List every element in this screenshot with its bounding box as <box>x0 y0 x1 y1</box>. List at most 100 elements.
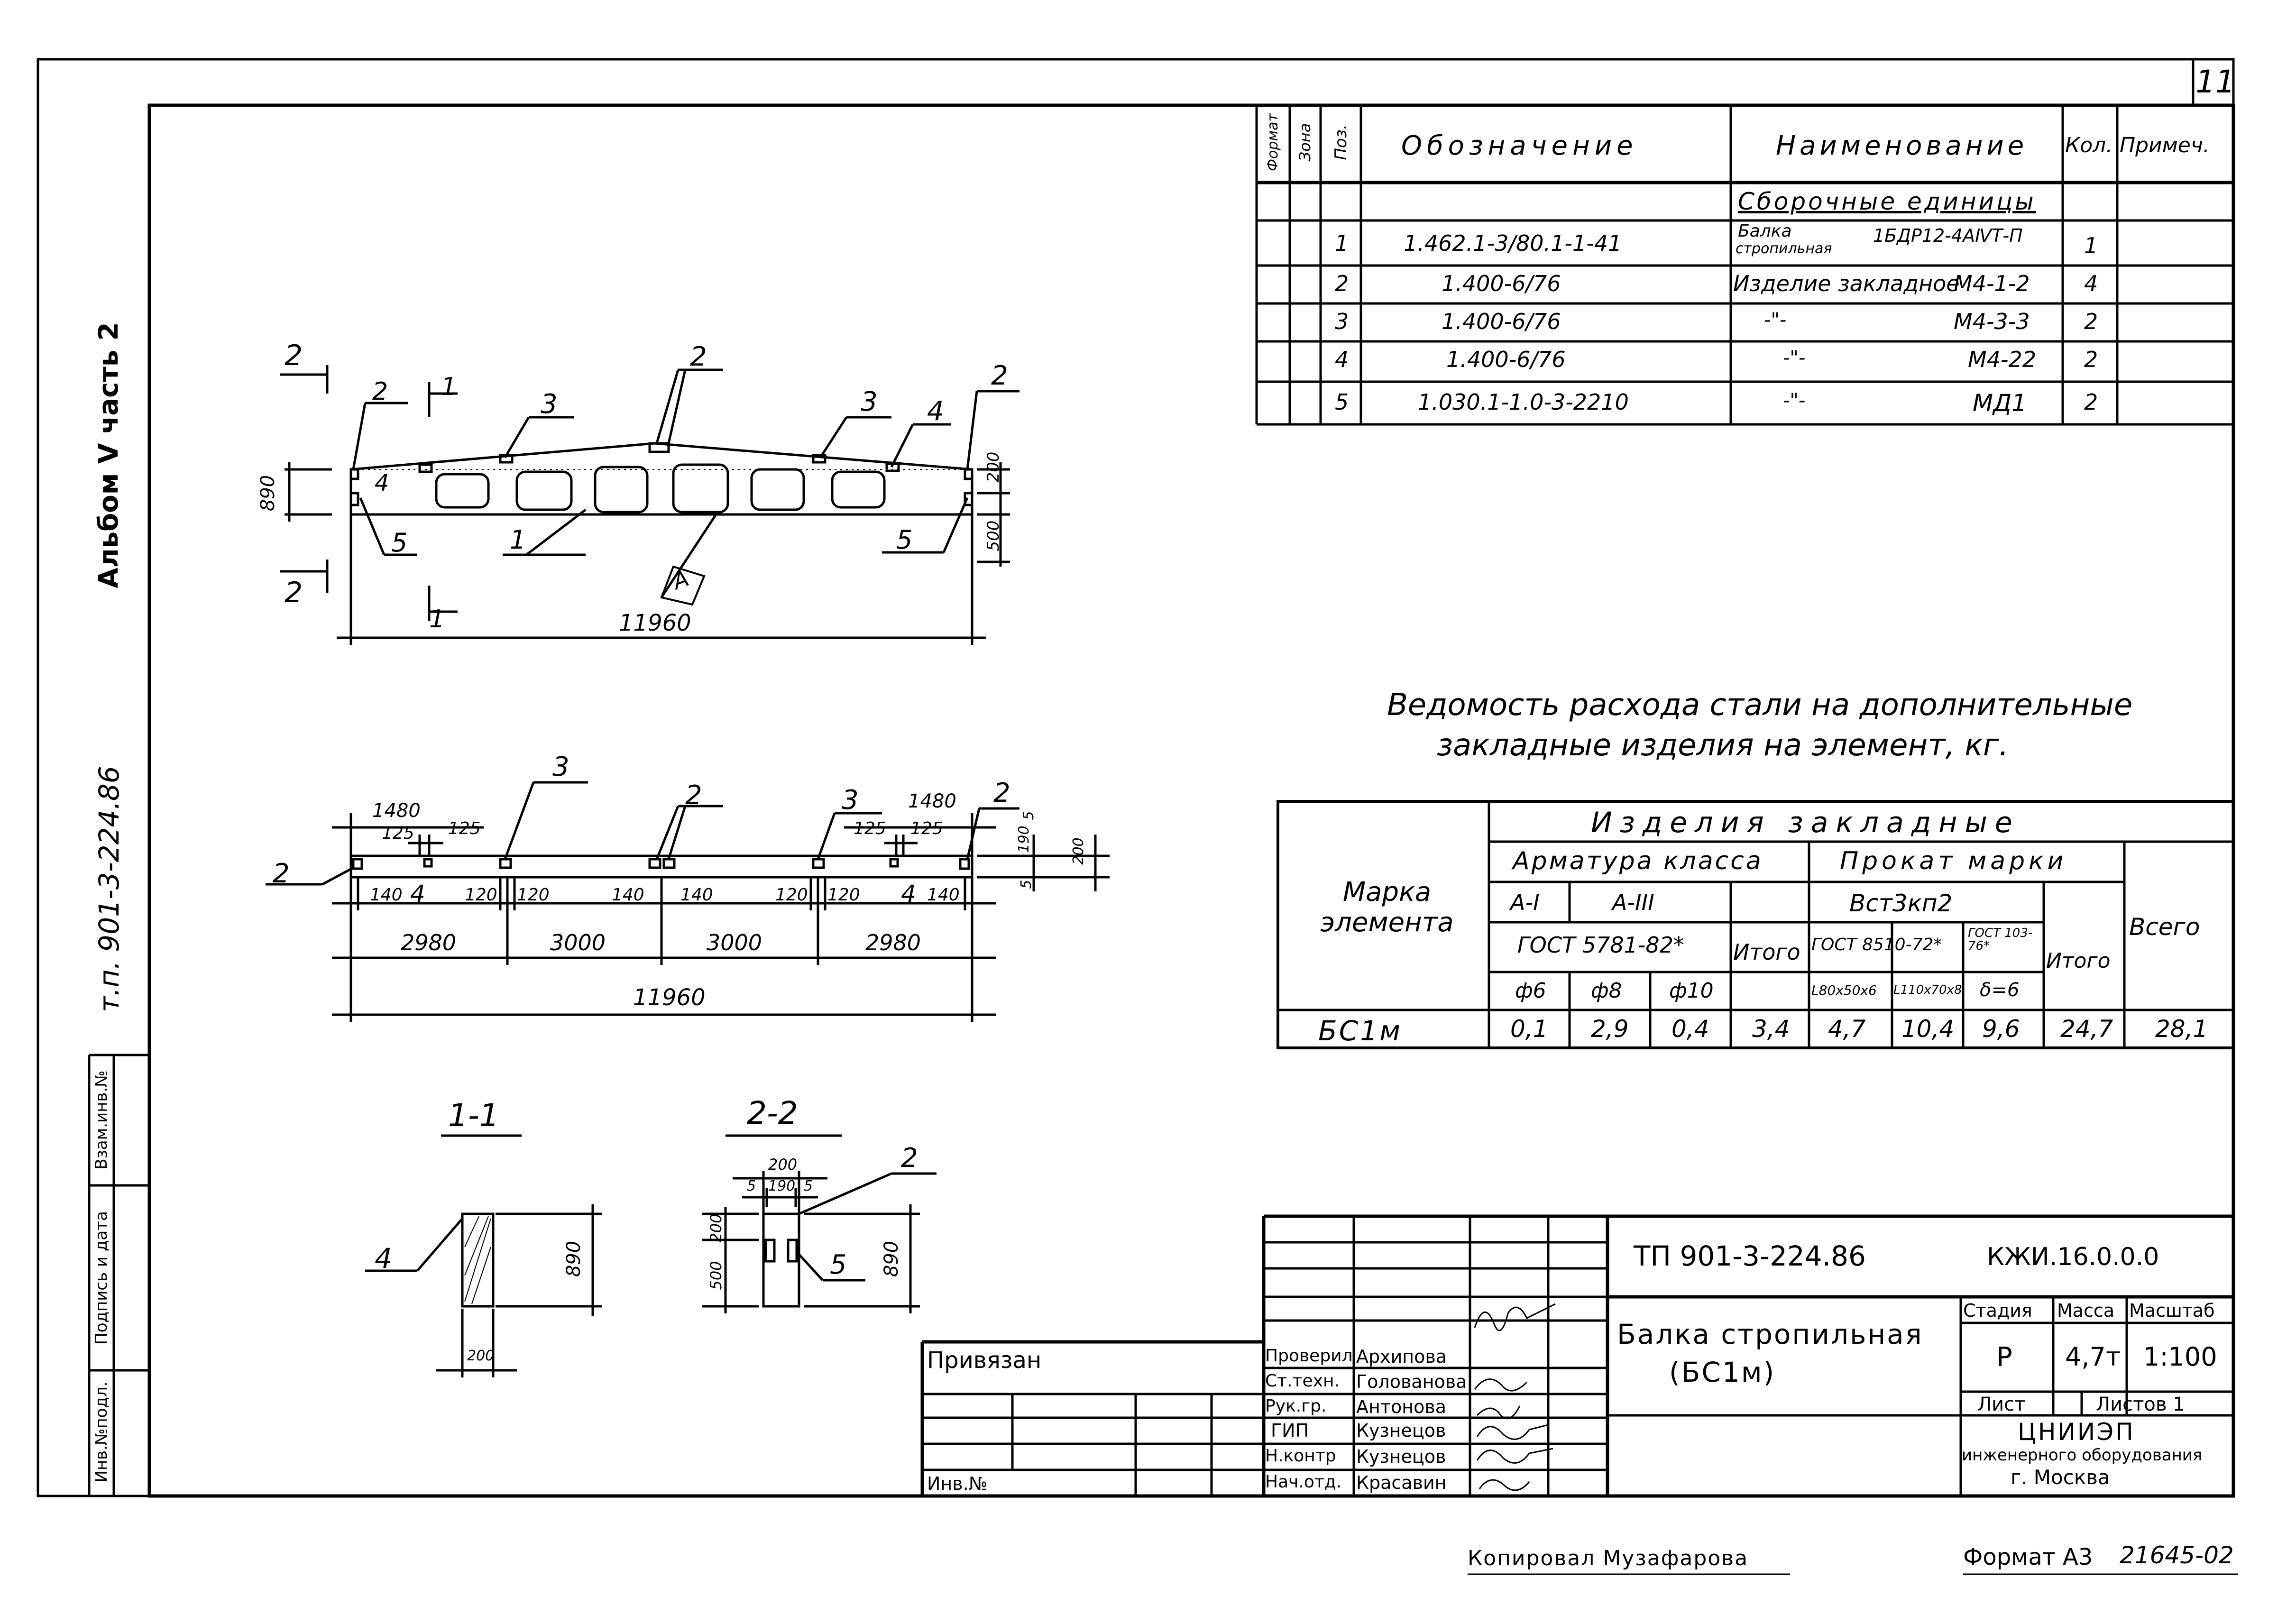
plan-dim-1480-right: 1480 <box>908 790 956 812</box>
tb-role-4-name: Кузнецов <box>1356 1420 1446 1441</box>
tb-role-4: ГИП <box>1271 1420 1309 1441</box>
section-1-1-lines <box>365 1134 602 1377</box>
album-label: Альбом Ⅴ часть 2 <box>93 322 124 588</box>
plan-right-dim-190: 190 <box>1016 826 1032 853</box>
spec-row-3-mark: М4-3-3 <box>1954 309 2030 334</box>
elev-label-2-mid: 2 <box>690 341 707 372</box>
section-1-title: 1-1 <box>448 1097 499 1134</box>
tb-role-6-name: Красавин <box>1356 1472 1447 1493</box>
section-2-width: 200 <box>768 1156 798 1174</box>
steel-row-rolled-total: 24,7 <box>2060 1015 2113 1043</box>
spec-h-pos: Поз. <box>1332 124 1350 160</box>
elev-label-5-right: 5 <box>896 525 913 555</box>
elev-end-bottom: 500 <box>984 520 1003 551</box>
plan-dim-125-right-2: 125 <box>910 819 943 838</box>
stamp-vzam-inv: Взам.инв.№ <box>92 1070 111 1170</box>
plan-label-4-left: 4 <box>410 880 425 908</box>
spec-section-title: Сборочные единицы <box>1738 188 2036 215</box>
plan-pos-140-3: 140 <box>680 885 713 905</box>
copied-by: Копировал Музафарова <box>1468 1546 1749 1570</box>
section-1-height: 890 <box>563 1240 585 1277</box>
spec-h-name: Наименование <box>1776 130 2028 161</box>
plan-pos-120-4: 120 <box>827 885 860 905</box>
spec-row-3-qty: 2 <box>2084 309 2098 334</box>
tb-scale-h: Масштаб <box>2129 1300 2215 1321</box>
spec-row-2-qty: 4 <box>2084 271 2098 296</box>
tb-role-2-name: Голованова <box>1356 1371 1467 1392</box>
elev-label-1-bottom: 1 <box>510 525 526 555</box>
steel-h-delta: δ=6 <box>1980 979 2020 1001</box>
tb-project: ТП 901-3-224.86 <box>1634 1240 1866 1272</box>
spec-row-1-pos: 1 <box>1335 230 1349 256</box>
elev-end-top: 200 <box>984 451 1003 483</box>
plan-dim-125-left-2: 125 <box>448 819 481 838</box>
spec-row-5-pos: 5 <box>1335 389 1349 415</box>
steel-h-steel: Вст3кп2 <box>1849 890 1953 917</box>
tb-code: КЖИ.16.0.0.0 <box>1987 1243 2159 1271</box>
tb-sheet-h: Лист <box>1977 1394 2026 1415</box>
elev-label-2-right: 2 <box>991 360 1008 391</box>
steel-h-l80: L80x50x6 <box>1811 982 1877 998</box>
steel-row-l110: 10,4 <box>1901 1015 1955 1043</box>
plan-dim-125-left-1: 125 <box>382 824 414 843</box>
steel-h-all: Всего <box>2129 913 2200 941</box>
plan-span-2: 3000 <box>550 930 606 955</box>
steel-row-d6: 0,1 <box>1510 1015 1548 1043</box>
plan-pos-120-2: 120 <box>517 885 550 905</box>
spec-table-lines <box>1255 105 2233 426</box>
tb-mass-h: Масса <box>2057 1300 2115 1321</box>
elev-height: 890 <box>257 475 279 512</box>
spec-row-1-mark: 1БДР12-4АⅣТ-П <box>1873 225 2023 246</box>
elev-label-1-top: 1 <box>441 373 457 401</box>
tb-role-2: Ст.техн. <box>1265 1371 1340 1391</box>
beam-elevation-lines <box>280 365 1019 645</box>
spec-row-1-qty: 1 <box>2084 233 2098 258</box>
steel-h-total-rolled: Итого <box>2046 949 2111 973</box>
steel-row-l80: 4,7 <box>1828 1015 1866 1043</box>
steel-h-items: Изделия закладные <box>1591 806 2020 839</box>
steel-h-rolled: Прокат марки <box>1840 847 2067 875</box>
elev-label-2-top: 2 <box>285 339 303 372</box>
steel-title-2: закладные изделия на элемент, кг. <box>1437 728 2009 763</box>
spec-h-zone: Зона <box>1296 123 1314 162</box>
spec-h-qty: Кол. <box>2065 133 2113 157</box>
stamp-sign-date: Подпись и дата <box>92 1211 111 1345</box>
steel-h-d10: ф10 <box>1669 979 1714 1003</box>
plan-label-2-right: 2 <box>993 778 1010 808</box>
tb-bound: Привязан <box>927 1347 1042 1374</box>
beam-plan-lines <box>266 781 1110 1022</box>
section-2-h-top: 200 <box>707 1213 725 1243</box>
steel-h-gost-8510: ГОСТ 8510-72* <box>1811 935 1942 954</box>
tb-scale: 1:100 <box>2143 1342 2217 1372</box>
elev-label-4-right: 4 <box>927 396 944 427</box>
spec-h-format: Формат <box>1265 113 1281 171</box>
tb-inv: Инв.№ <box>927 1473 988 1494</box>
section-2-side-right: 5 <box>804 1178 813 1194</box>
plan-span-1: 2980 <box>401 930 457 955</box>
project-code-side: т.п. 901-3-224.86 <box>93 766 125 1012</box>
title-block-lines <box>920 1214 2233 1496</box>
plan-span-3: 3000 <box>707 930 762 955</box>
tb-role-6: Нач.отд. <box>1265 1472 1342 1492</box>
section-2-side-left: 5 <box>747 1178 756 1194</box>
plan-label-2-left: 2 <box>273 858 290 889</box>
steel-row-plate: 9,6 <box>1982 1015 2020 1043</box>
elev-label-2-left: 2 <box>372 377 388 406</box>
plan-right-dim-5a: 5 <box>1020 811 1037 820</box>
tb-role-1-name: Архипова <box>1356 1346 1447 1367</box>
plan-pos-120-1: 120 <box>465 885 497 905</box>
steel-h-mark: Марка элемента <box>1320 877 1454 938</box>
tb-role-5-name: Кузнецов <box>1356 1446 1446 1467</box>
spec-row-5-name: -"- <box>1783 390 1806 412</box>
tb-sheets-h: Листов 1 <box>2096 1394 2185 1415</box>
spec-row-2-name: Изделие закладное <box>1733 271 1960 296</box>
steel-h-a3: А-III <box>1612 890 1654 915</box>
plan-right-dim-200: 200 <box>1070 837 1087 865</box>
tb-org-1: ЦНИИЭП <box>2018 1418 2135 1446</box>
elev-label-4-left: 4 <box>375 470 389 496</box>
plan-right-dim-5b: 5 <box>1018 880 1035 889</box>
section-2-title: 2-2 <box>747 1095 798 1131</box>
elev-label-3-right: 3 <box>861 386 878 417</box>
spec-row-5-mark: МД1 <box>1973 389 2027 417</box>
spec-row-5-designation: 1.030.1-1.0-3-2210 <box>1418 389 1629 415</box>
